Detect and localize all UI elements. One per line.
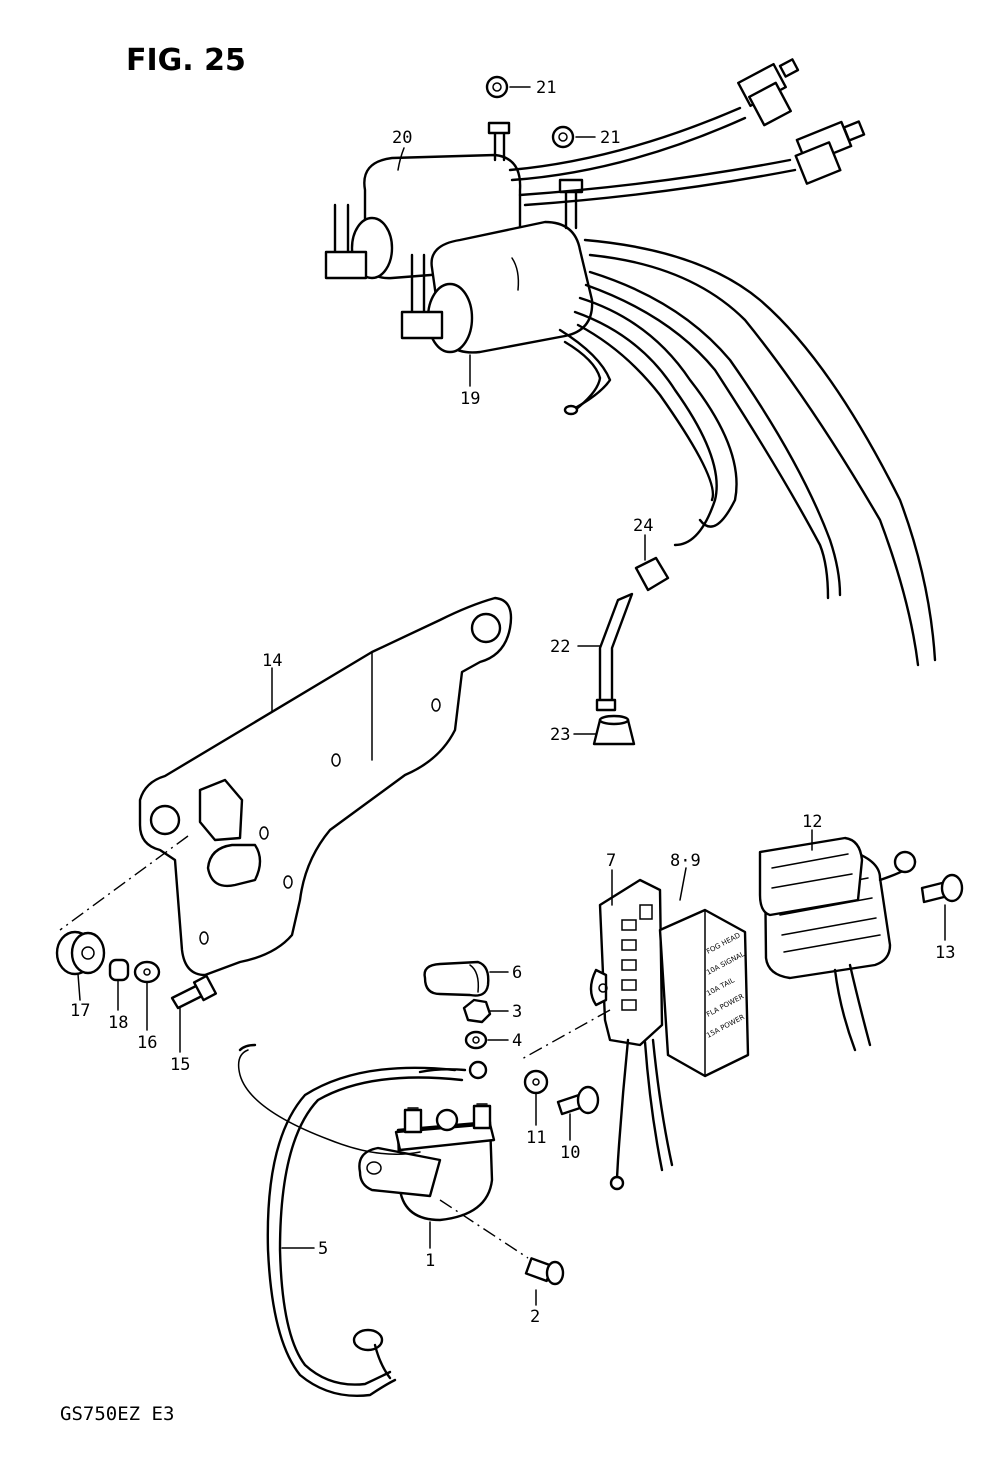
wire-connector-lower [794,120,866,185]
model-code: GS750EZ E3 [60,1403,174,1425]
fuse-box-base [589,878,664,1047]
coil-lead-wires [508,106,937,667]
callout-17: 17 [70,1001,90,1021]
callout-12: 12 [802,812,822,832]
callout-22: 22 [550,637,570,657]
callout-3: 3 [512,1002,522,1022]
callout-11: 11 [526,1128,546,1148]
fuse-box-washer [523,1069,549,1095]
callout-2: 2 [530,1307,540,1327]
callout-23: 23 [550,725,570,745]
nut-21-lower [551,125,575,149]
rubber-grommet [55,930,106,976]
relay-signal-wire [237,1043,421,1156]
terminal-cap [423,960,490,997]
figure-title: FIG. 25 [126,43,246,78]
callout-8-9: 8·9 [670,851,701,871]
callout-4: 4 [512,1031,522,1051]
bracket-fastener-leader [59,835,189,931]
wire-connector-upper [737,58,800,127]
plug-cap-seal [592,714,636,746]
terminal-nut [462,998,492,1024]
callout-20: 20 [392,128,412,148]
spacer-collar [108,958,130,982]
ignition-coil-lower [400,178,594,354]
regulator-rectifier [758,836,917,1052]
callout-13: 13 [935,943,955,963]
callout-5: 5 [318,1239,328,1259]
callout-19: 19 [460,389,480,409]
bolt-15 [170,974,218,1010]
terminal-washer [464,1030,488,1050]
spark-plug-cap [595,592,634,712]
callout-7: 7 [606,851,616,871]
fuse-box-screw [556,1085,600,1116]
fuse-box-cover: FOG HEAD 10A SIGNAL 10A TAIL FLA POWER 1… [658,908,750,1078]
callout-10: 10 [560,1143,580,1163]
callout-21-upper: 21 [536,78,556,98]
callout-leaders [77,86,946,1306]
starter-relay [358,1103,496,1222]
battery-lead-wire [266,1060,488,1397]
fuse-box-screw-leader [519,1009,611,1061]
callout-24: 24 [633,516,653,536]
callout-6: 6 [512,963,522,983]
relay-bolt-leader [439,1199,529,1259]
callout-15: 15 [170,1055,190,1075]
mounting-bracket [138,596,513,977]
regulator-bolt [920,873,964,904]
callout-18: 18 [108,1013,128,1033]
relay-mount-bolt [524,1257,565,1286]
callout-14: 14 [262,651,282,671]
callout-1: 1 [425,1251,435,1271]
fuse-box-wires [609,1038,674,1191]
callout-16: 16 [137,1033,157,1053]
nut-21-upper [485,75,509,99]
plug-cap-grommet [634,556,670,592]
washer [133,960,161,984]
callout-21-lower: 21 [600,128,620,148]
